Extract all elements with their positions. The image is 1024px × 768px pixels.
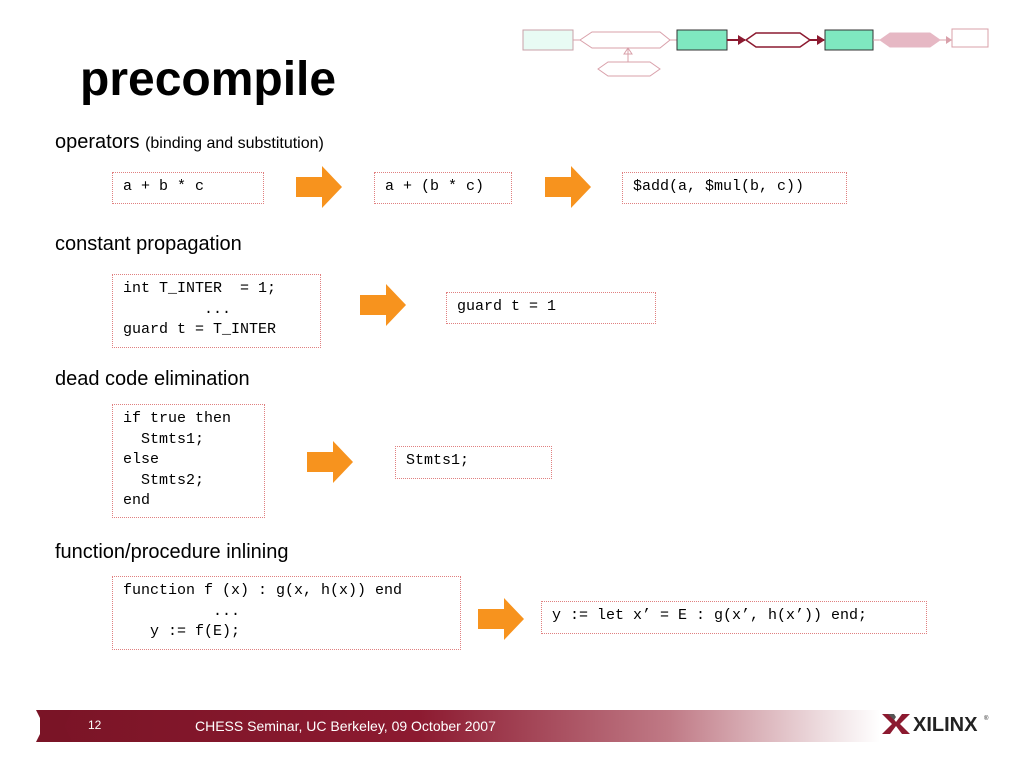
flow-step-7 [951, 28, 989, 48]
arrow-right-icon [296, 166, 342, 208]
code-box-inlining-output: y := let x’ = E : g(x’, h(x’)) end; [541, 601, 927, 634]
flow-step-6 [879, 32, 941, 48]
xilinx-logo-mark-icon: XILINX ® [882, 714, 989, 736]
section-heading-inlining: function/procedure inlining [55, 541, 289, 563]
svg-text:®: ® [984, 715, 989, 722]
flow-step-1 [522, 29, 574, 51]
code-box-operators-input: a + b * c [112, 172, 264, 204]
code-box-operators-bracketed: a + (b * c) [374, 172, 512, 204]
footer-accent-icon [36, 710, 72, 742]
flow-step-2 [579, 31, 671, 49]
flow-step-3 [676, 29, 728, 51]
code-box-deadcode-input: if true then Stmts1; else Stmts2; end [112, 404, 265, 518]
arrow-right-icon [478, 598, 524, 640]
arrow-right-icon [545, 166, 591, 208]
arrow-right-icon [307, 441, 353, 483]
logo-text: XILINX [913, 714, 978, 736]
flow-step-4 [744, 32, 812, 48]
code-box-constant-output: guard t = 1 [446, 292, 656, 324]
section-heading-text: operators [55, 131, 140, 153]
process-flow-diagram [522, 28, 989, 77]
footer-text: CHESS Seminar, UC Berkeley, 09 October 2… [195, 718, 496, 734]
section-heading-constant-propagation: constant propagation [55, 233, 242, 255]
xilinx-logo: XILINX ® [880, 710, 990, 738]
section-subheading: (binding and substitution) [145, 135, 324, 152]
arrow-right-icon [360, 284, 406, 326]
flow-step-5 [824, 29, 874, 51]
footer-bar [40, 710, 880, 742]
page-number: 12 [88, 718, 102, 732]
flow-step-feedback [597, 61, 661, 77]
code-box-operators-output: $add(a, $mul(b, c)) [622, 172, 847, 204]
section-heading-dead-code: dead code elimination [55, 368, 250, 390]
code-box-constant-input: int T_INTER = 1; ... guard t = T_INTER [112, 274, 321, 348]
slide-title: precompile [80, 53, 337, 106]
code-box-deadcode-output: Stmts1; [395, 446, 552, 479]
code-box-inlining-input: function f (x) : g(x, h(x)) end ... y :=… [112, 576, 461, 650]
section-heading-operators: operators (binding and substitution) [55, 130, 324, 156]
